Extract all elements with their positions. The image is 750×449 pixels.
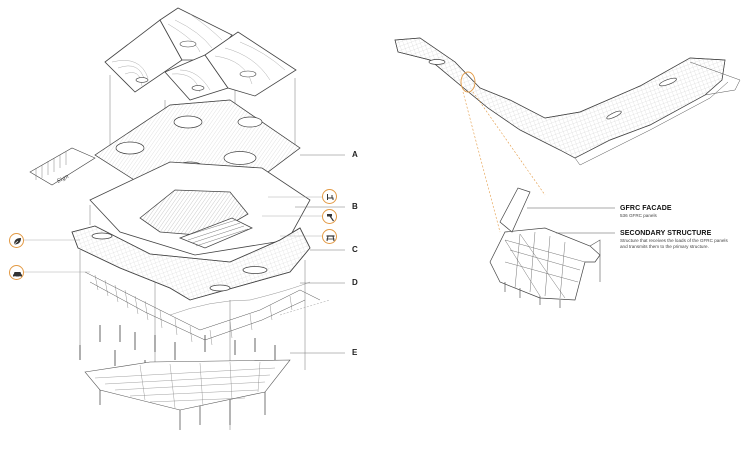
picnic-table-icon — [322, 229, 337, 244]
signage-fence: Sign — [29, 147, 96, 186]
roof-canopy-layer — [104, 7, 297, 101]
facade-callout-text: 536 GFRC panels — [620, 213, 657, 218]
secondary-callout-text-line2: and transmits them to the primary struct… — [620, 244, 709, 249]
facade-detail-view — [489, 187, 601, 308]
facade-plan-view — [394, 37, 741, 166]
svg-text:Sign: Sign — [56, 173, 70, 184]
icon-leader-lines — [24, 196, 322, 273]
layer-label-a: A — [352, 150, 358, 159]
secondary-callout-title: SECONDARY STRUCTURE — [620, 230, 712, 237]
layer-label-b: B — [352, 202, 358, 211]
label-leader-lines — [290, 154, 345, 354]
primary-structure-layer — [79, 325, 291, 430]
leaf-icon — [9, 233, 24, 248]
facade-callout-title: GFRC FACADE — [620, 205, 672, 212]
chair-icon — [322, 189, 337, 204]
hammer-icon — [322, 209, 337, 224]
layer-label-c: C — [352, 245, 358, 254]
layer-label-d: D — [352, 278, 358, 287]
car-icon — [9, 265, 24, 280]
facade-deck-layer — [71, 225, 311, 301]
main-deck-layer — [89, 161, 311, 256]
secondary-callout-text-line1: Structure that receives the loads of the… — [620, 238, 728, 243]
detail-leader-lines — [462, 91, 546, 233]
layer-label-e: E — [352, 348, 358, 357]
roof-panel-4 — [204, 31, 297, 97]
callout-leader-lines — [527, 207, 615, 234]
